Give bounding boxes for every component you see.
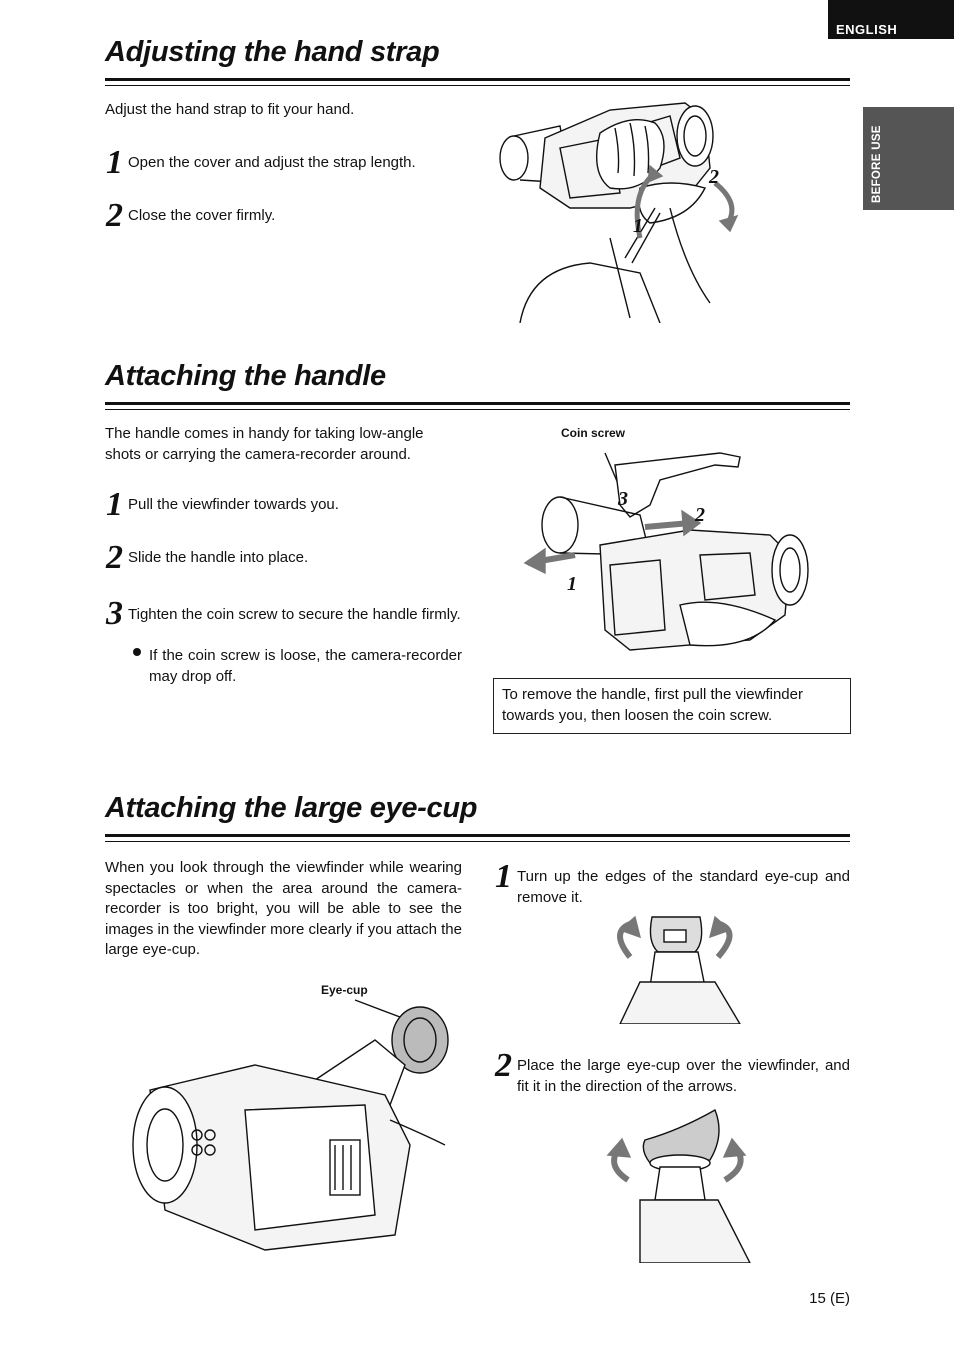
handle-intro: The handle comes in handy for taking low… bbox=[105, 425, 424, 463]
step-number: 1 bbox=[106, 144, 123, 181]
bullet-dot bbox=[133, 648, 141, 656]
removal-note: To remove the handle, first pull the vie… bbox=[502, 686, 803, 724]
figure-label: 2 bbox=[694, 504, 705, 526]
camcorder-eyecup-illustration bbox=[125, 995, 455, 1255]
attach-eyecup-illustration bbox=[600, 1105, 755, 1263]
step-text: Close the cover firmly. bbox=[128, 207, 276, 224]
remove-eyecup-illustration bbox=[600, 912, 755, 1024]
handle-illustration: 3 2 1 bbox=[520, 445, 815, 665]
coin-screw-callout: Coin screw bbox=[561, 426, 626, 440]
handle-title: Attaching the handle bbox=[105, 360, 386, 392]
section-tab: BEFORE USE bbox=[863, 107, 954, 210]
step-number: 2 bbox=[495, 1047, 512, 1084]
eyecup-callout: Eye-cup bbox=[321, 983, 368, 997]
step-number: 1 bbox=[495, 858, 512, 895]
language-label: ENGLISH bbox=[836, 22, 898, 37]
step-text: Turn up the edges of the standard eye-cu… bbox=[517, 868, 850, 906]
removal-note-box: To remove the handle, first pull the vie… bbox=[493, 678, 851, 734]
step-number: 1 bbox=[106, 486, 123, 523]
step-text: Open the cover and adjust the strap leng… bbox=[128, 154, 416, 171]
title-rule bbox=[105, 402, 850, 410]
hand-strap-title: Adjusting the hand strap bbox=[105, 36, 440, 68]
step-number: 2 bbox=[106, 539, 123, 576]
language-tab: ENGLISH bbox=[828, 0, 954, 39]
title-rule bbox=[105, 78, 850, 86]
eyecup-title: Attaching the large eye-cup bbox=[105, 792, 478, 824]
step-number: 2 bbox=[106, 197, 123, 234]
page-number: 15 (E) bbox=[809, 1290, 850, 1307]
section-tab-label: BEFORE USE bbox=[871, 125, 883, 203]
step-text: Pull the viewfinder towards you. bbox=[128, 496, 339, 513]
step-text: Tighten the coin screw to secure the han… bbox=[128, 606, 461, 623]
eyecup-intro: When you look through the viewfinder whi… bbox=[105, 859, 462, 958]
title-rule bbox=[105, 834, 850, 842]
figure-label: 1 bbox=[633, 215, 643, 237]
step-text: Place the large eye-cup over the viewfin… bbox=[517, 1057, 850, 1095]
step-number: 3 bbox=[106, 595, 123, 632]
figure-label: 1 bbox=[567, 573, 577, 595]
hand-strap-intro: Adjust the hand strap to fit your hand. bbox=[105, 101, 355, 118]
figure-label: 2 bbox=[708, 166, 719, 188]
bullet-text: If the coin screw is loose, the camera-r… bbox=[149, 647, 462, 685]
hand-strap-illustration: 1 2 bbox=[490, 98, 750, 323]
figure-label: 3 bbox=[617, 488, 628, 510]
step-text: Slide the handle into place. bbox=[128, 549, 309, 566]
